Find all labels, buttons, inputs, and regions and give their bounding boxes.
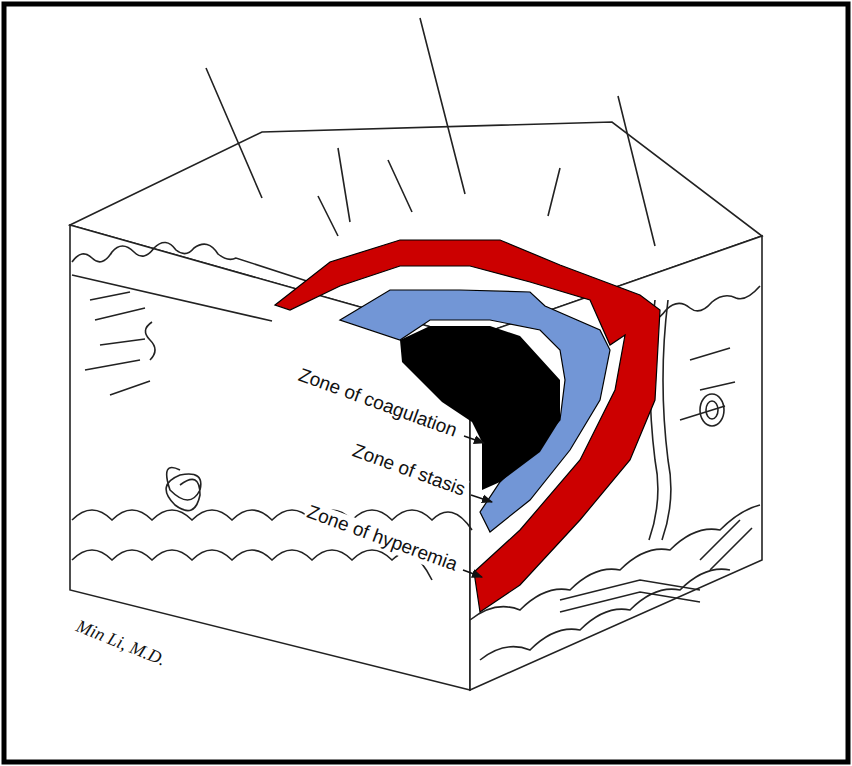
zone-of-hyperemia xyxy=(275,240,660,612)
frame xyxy=(4,4,848,762)
leader-arrows xyxy=(463,436,492,577)
skin-block xyxy=(70,18,762,690)
